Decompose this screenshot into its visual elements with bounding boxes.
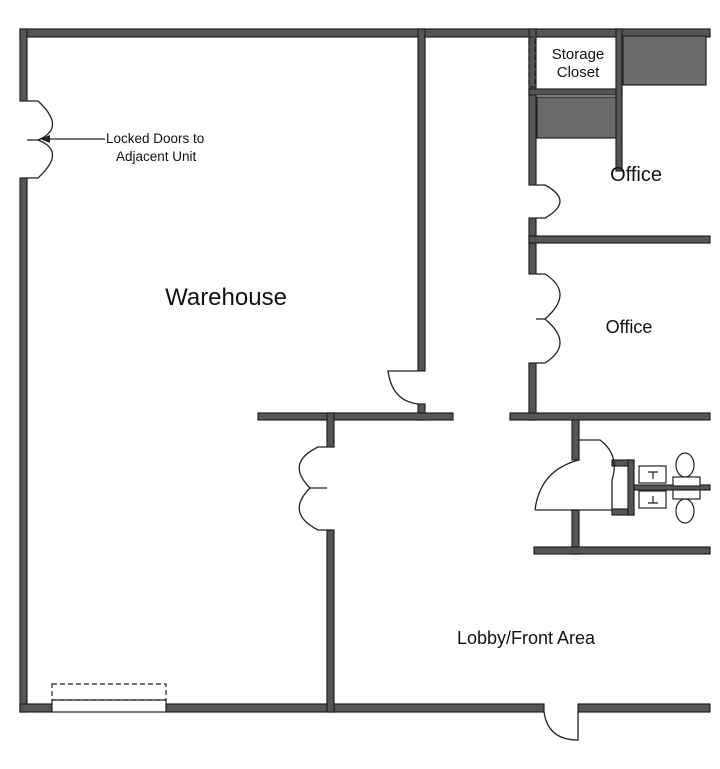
door-lobby-upper-leaf [298, 446, 327, 489]
window-bottom [51, 699, 167, 713]
door-office-middle-lower [536, 318, 561, 364]
door-warehouse-corridor [387, 370, 419, 405]
door-office-top [536, 184, 561, 219]
wall-office-divider [528, 235, 711, 244]
wall-office-west-low [528, 362, 537, 421]
storage-shelf-top-right [622, 35, 707, 86]
annotation-arrowhead-icon [40, 135, 50, 143]
wall-closet-bottom [528, 88, 623, 96]
closet-label-line2: Closet [557, 64, 600, 81]
locked-door-upper-leaf [27, 100, 54, 141]
door-lobby-lower-leaf [298, 487, 327, 531]
room-label-warehouse: Warehouse [165, 284, 287, 311]
outer-wall-bottom-mid [165, 703, 545, 713]
room-label-office-middle: Office [606, 317, 653, 337]
window-overhang [51, 683, 167, 701]
room-label-lobby: Lobby/Front Area [457, 628, 596, 648]
wall-office-west-mid [528, 217, 537, 275]
door-restroom-swing [534, 459, 580, 511]
annotation-label-line2: Adjacent Unit [116, 149, 197, 164]
locked-door-lower-leaf [27, 139, 54, 179]
outer-wall-bottom-right [577, 703, 711, 713]
faucet-upper-icon [648, 471, 658, 479]
outer-wall-bottom-left [19, 703, 53, 713]
closet-door-opening [528, 36, 536, 88]
wall-closet-east [615, 28, 623, 172]
door-restroom [579, 439, 615, 511]
wall-restroom-west-upper [571, 419, 580, 461]
toilet-lower-tank [672, 489, 701, 500]
wall-warehouse-east [417, 28, 426, 372]
wall-office-south [509, 412, 711, 421]
outer-wall-top [19, 28, 711, 38]
annotation-label-line1: Locked Doors to [106, 131, 204, 146]
outer-wall-left-upper [19, 28, 28, 102]
toilet-lower-bowl [675, 498, 695, 524]
wall-lobby-west-lower [326, 529, 335, 713]
faucet-lower-icon [648, 496, 658, 504]
wall-lobby-west-upper [326, 412, 335, 448]
door-office-middle-upper [536, 273, 561, 320]
wall-warehouse-south [257, 412, 454, 421]
toilet-upper-tank [672, 476, 701, 487]
closet-label-line1: Storage [552, 46, 605, 63]
wall-restroom-partition [627, 459, 635, 516]
outer-wall-left-lower [19, 177, 28, 713]
door-front-entry [543, 711, 579, 741]
wall-office-west-top [528, 28, 537, 186]
storage-shelf-office [536, 96, 617, 139]
wall-restroom-partition-h [633, 484, 711, 491]
toilet-upper-bowl [675, 452, 695, 478]
wall-restroom-south [533, 546, 711, 555]
room-label-office-top: Office [610, 164, 662, 186]
